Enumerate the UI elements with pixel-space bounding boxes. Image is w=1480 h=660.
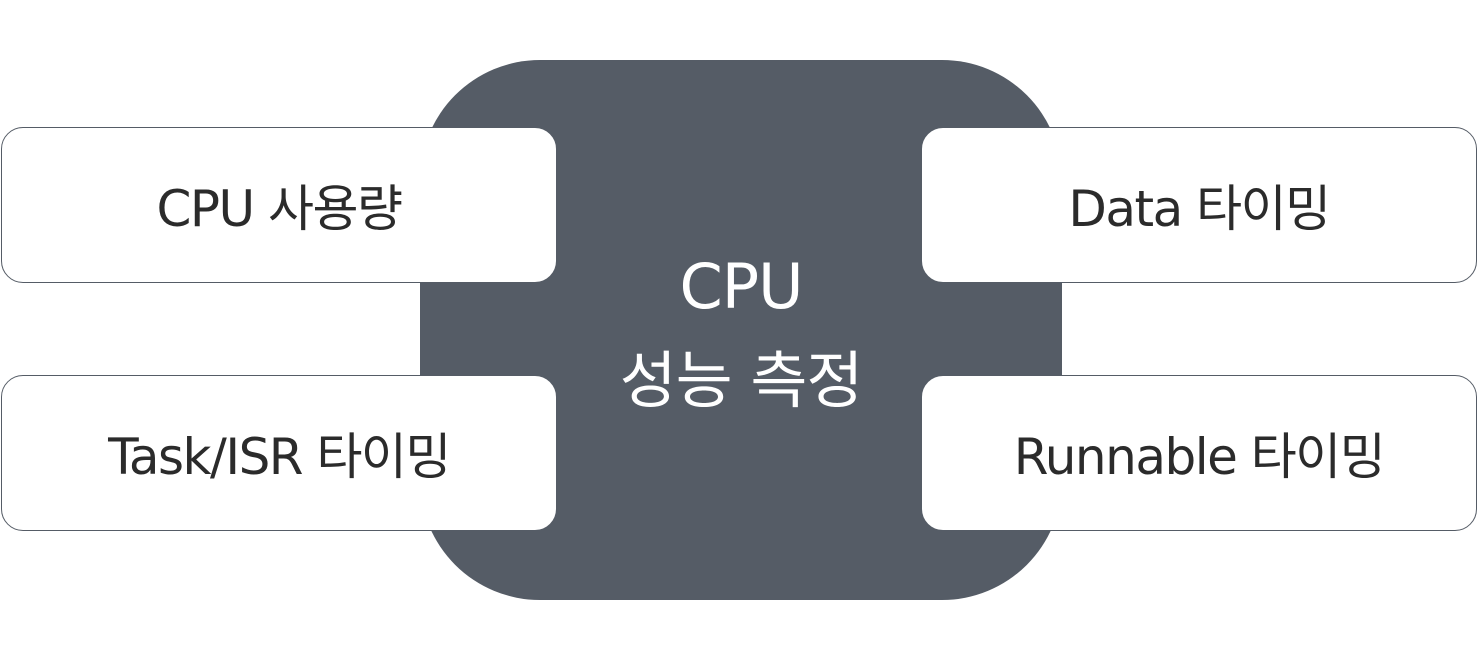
card-task-isr-timing: Task/ISR 타이밍 (1, 375, 557, 531)
card-cpu-usage: CPU 사용량 (1, 127, 557, 283)
card-runnable-timing-label: Runnable 타이밍 (1013, 428, 1386, 486)
card-data-timing: Data 타이밍 (921, 127, 1477, 283)
card-runnable-timing: Runnable 타이밍 (921, 375, 1477, 531)
card-data-timing-label: Data 타이밍 (1068, 180, 1331, 238)
center-label-line1: CPU (679, 250, 803, 323)
card-cpu-usage-label: CPU 사용량 (156, 180, 403, 238)
card-task-isr-timing-label: Task/ISR 타이밍 (108, 428, 451, 486)
center-label: CPU 성능 측정 (420, 240, 1062, 428)
center-label-line2: 성능 측정 (619, 344, 864, 417)
